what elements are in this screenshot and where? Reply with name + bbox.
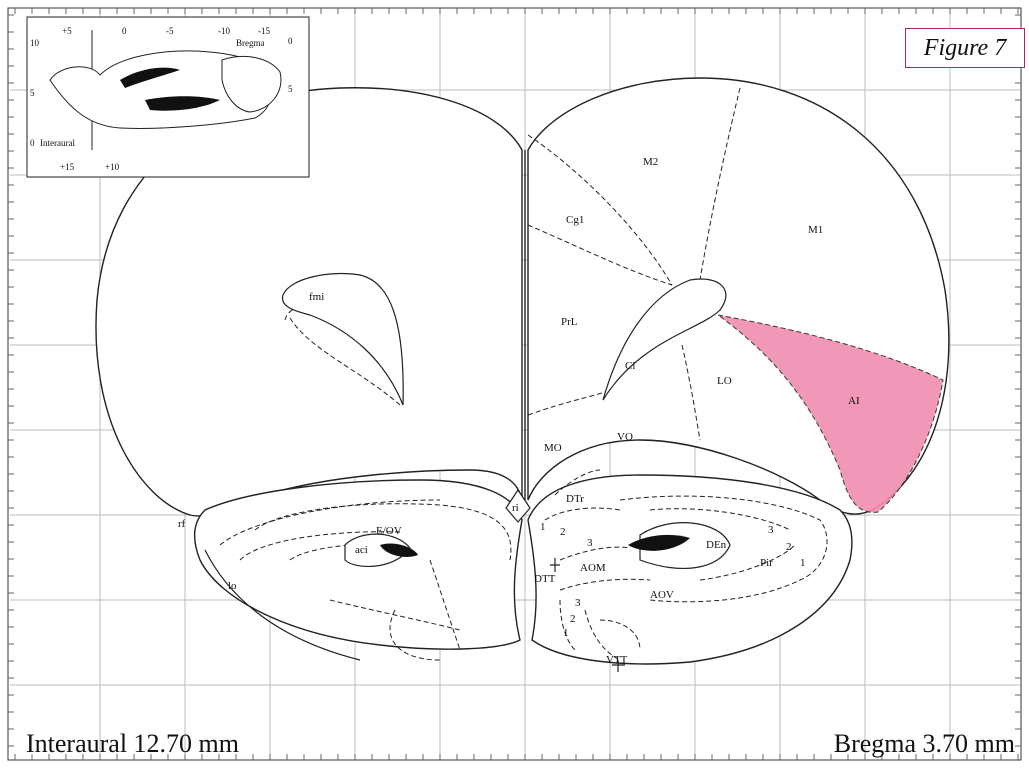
- label-vtt: VTT: [606, 654, 628, 666]
- label-dtt: DTT: [534, 573, 556, 585]
- label-cg1: Cg1: [566, 214, 584, 226]
- inset-bregma: Bregma: [236, 38, 265, 48]
- label-layer-3a: 3: [587, 537, 593, 549]
- label-vo: VO: [617, 431, 633, 443]
- label-den: DEn: [706, 539, 727, 551]
- inset-top-tick-4: -10: [218, 26, 230, 36]
- label-m1: M1: [808, 224, 823, 236]
- bregma-coordinate: Bregma 3.70 mm: [834, 729, 1015, 759]
- label-aov: AOV: [650, 589, 674, 601]
- label-mo: MO: [544, 442, 562, 454]
- label-layer-2c: 2: [570, 613, 576, 625]
- label-m2: M2: [643, 156, 658, 168]
- inset-left-tick-3: 0: [30, 138, 35, 148]
- label-lo-bulb: lo: [228, 580, 237, 592]
- inset-interaural: Interaural: [40, 138, 75, 148]
- label-layer-3c: 3: [575, 597, 581, 609]
- interaural-coordinate: Interaural 12.70 mm: [26, 729, 239, 759]
- label-rf: rf: [178, 518, 186, 530]
- inset-left-tick-2: 5: [30, 88, 35, 98]
- inset-top-tick-5: -15: [258, 26, 270, 36]
- label-e-ov: E/OV: [376, 525, 402, 537]
- label-lo: LO: [717, 375, 732, 387]
- label-layer-1b: 1: [800, 557, 806, 569]
- inset-left-tick-1: 10: [30, 38, 40, 48]
- label-prl: PrL: [561, 316, 578, 328]
- label-layer-1c: 1: [563, 627, 569, 639]
- label-cl: Cl: [625, 360, 635, 372]
- label-aom: AOM: [580, 562, 606, 574]
- label-dtr: DTr: [566, 493, 584, 505]
- label-pir: Pir: [760, 557, 773, 569]
- label-layer-2b: 2: [786, 541, 792, 553]
- label-aci: aci: [355, 544, 368, 556]
- label-layer-2a: 2: [560, 526, 566, 538]
- label-ri: ri: [512, 502, 519, 514]
- inset-right-tick-1: 0: [288, 36, 293, 46]
- label-layer-1a: 1: [540, 521, 546, 533]
- sagittal-inset: +5 0 -5 -10 -15 Bregma 10 5 0 0 5 Intera…: [27, 17, 309, 177]
- inset-bottom-tick-1: +15: [60, 162, 75, 172]
- inset-bottom-tick-2: +10: [105, 162, 120, 172]
- inset-top-tick-2: 0: [122, 26, 127, 36]
- inset-right-tick-2: 5: [288, 84, 293, 94]
- inset-top-tick-3: -5: [166, 26, 174, 36]
- figure-label: Figure 7: [905, 28, 1025, 68]
- label-ai: AI: [848, 395, 860, 407]
- inset-top-tick-1: +5: [62, 26, 72, 36]
- label-layer-3b: 3: [768, 524, 774, 536]
- label-fmi: fmi: [309, 291, 324, 303]
